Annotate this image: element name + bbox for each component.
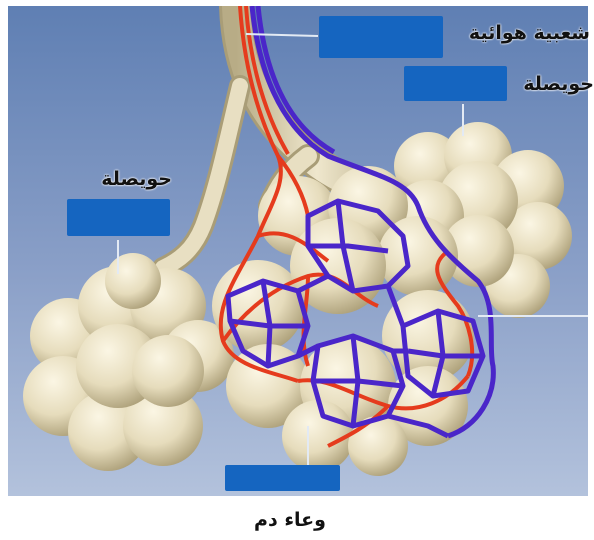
label-blood-vessel: وعاء دم <box>235 509 345 531</box>
label-box-bronchiole <box>319 16 443 58</box>
caption-area: وعاء دم <box>0 503 594 540</box>
label-box-alveolus-left <box>67 199 170 236</box>
label-alveolus-top: حويصلة <box>508 73 594 95</box>
label-box-blood-vessel <box>225 465 340 491</box>
label-alveolus-left: حويصلة <box>72 168 172 190</box>
label-box-alveolus-top <box>404 66 507 101</box>
label-bronchiole: شعبية هوائية <box>445 22 590 44</box>
